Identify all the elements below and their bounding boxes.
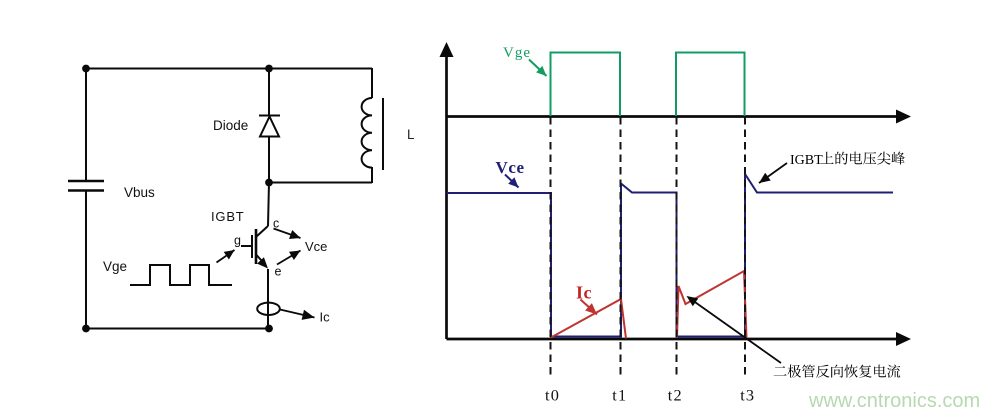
svg-text:Vce: Vce: [496, 158, 525, 177]
svg-text:Ic: Ic: [576, 283, 592, 303]
svg-text:e: e: [275, 265, 282, 279]
svg-text:t0: t0: [545, 386, 560, 405]
svg-text:t1: t1: [612, 386, 627, 405]
svg-text:Vge: Vge: [503, 45, 531, 61]
svg-text:Ic: Ic: [320, 310, 331, 325]
svg-text:Vce: Vce: [305, 239, 327, 254]
svg-text:Diode: Diode: [213, 118, 248, 133]
svg-text:L: L: [407, 127, 415, 142]
svg-text:IGBT: IGBT: [211, 209, 245, 224]
svg-text:Vge: Vge: [103, 259, 127, 274]
svg-text:g: g: [234, 234, 241, 248]
svg-text:t2: t2: [668, 386, 683, 405]
svg-text:Vbus: Vbus: [124, 185, 155, 200]
svg-text:www.cntronics.com: www.cntronics.com: [808, 390, 980, 412]
svg-text:t3: t3: [740, 386, 755, 405]
svg-text:c: c: [273, 217, 279, 231]
svg-text:IGBT: IGBT: [790, 153, 823, 168]
